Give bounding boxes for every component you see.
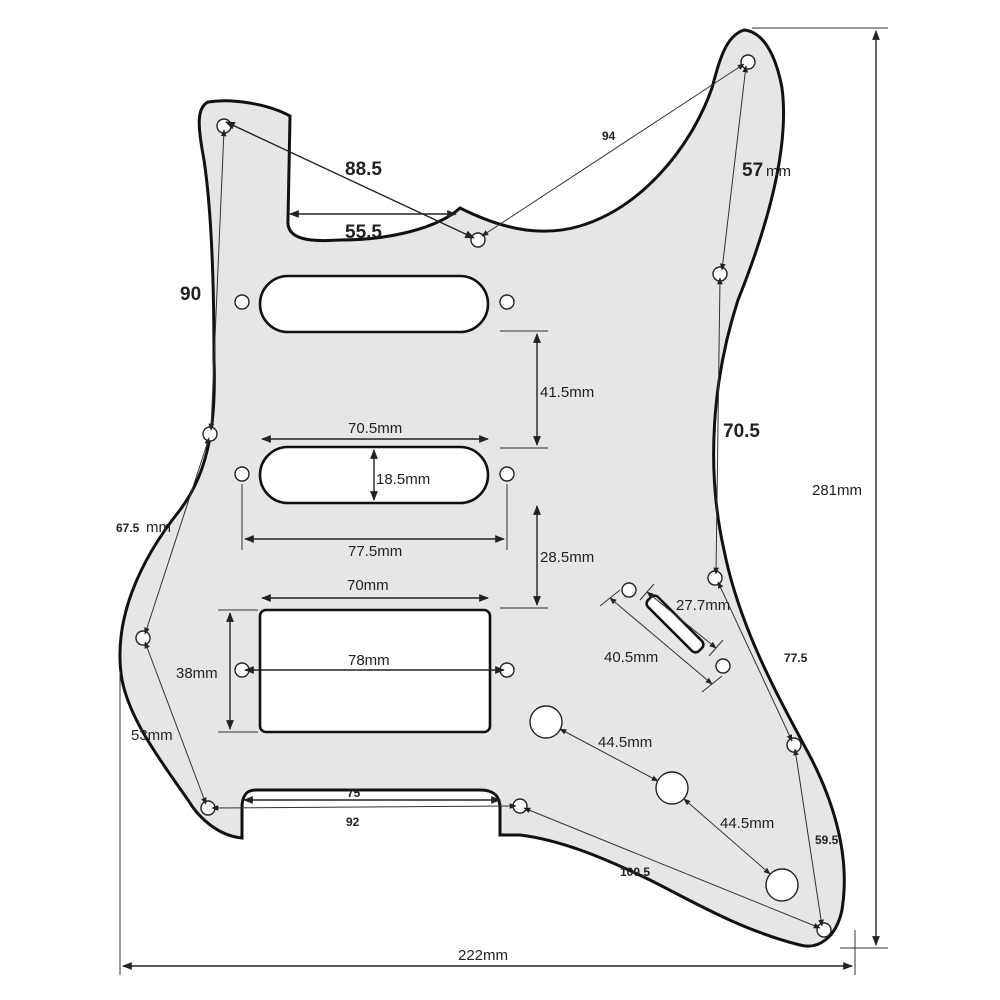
label-44-5-b: 44.5mm bbox=[720, 815, 774, 832]
dim-line-100-5 bbox=[523, 807, 821, 929]
mount-hole-right-lower bbox=[786, 737, 802, 753]
pot-hole-tone-2 bbox=[765, 868, 799, 902]
dim-line-77-5-right bbox=[717, 581, 793, 742]
label-88-5: 88.5 bbox=[345, 159, 382, 180]
pickup-screw-hole bbox=[234, 294, 250, 310]
label-27-7: 27.7mm bbox=[676, 597, 730, 614]
label-78: 78mm bbox=[348, 652, 390, 669]
label-70-5-right: 70.5 bbox=[723, 421, 760, 442]
mount-hole-top-right bbox=[740, 54, 756, 70]
label-41-5: 41.5mm bbox=[540, 384, 594, 401]
dim-line-67-5 bbox=[144, 437, 210, 635]
label-53: 53mm bbox=[131, 727, 173, 744]
label-77-5-right: 77.5 bbox=[784, 651, 808, 665]
label-281: 281mm bbox=[812, 482, 862, 499]
label-57: 57 bbox=[742, 160, 763, 181]
dim-line-57 bbox=[719, 65, 749, 271]
label-28-5: 28.5mm bbox=[540, 549, 594, 566]
dim-line-88-5 bbox=[225, 121, 475, 239]
pickup-screw-hole bbox=[499, 294, 515, 310]
pickup-screw-hole bbox=[499, 466, 515, 482]
dim-line-92 bbox=[211, 803, 517, 811]
dim-line-94 bbox=[481, 63, 745, 237]
dim-line-44-5-a bbox=[559, 728, 659, 782]
label-38: 38mm bbox=[176, 665, 218, 682]
label-67-5: 67.5 bbox=[116, 521, 140, 535]
humbucker-cutout bbox=[258, 608, 492, 734]
label-57-unit: mm bbox=[766, 163, 791, 180]
label-67-5-unit: mm bbox=[146, 519, 171, 536]
label-75: 75 bbox=[347, 786, 361, 800]
label-94: 94 bbox=[602, 129, 616, 143]
pot-hole-volume bbox=[529, 705, 563, 739]
pickup-screw-hole bbox=[234, 466, 250, 482]
label-55-5: 55.5 bbox=[345, 222, 382, 243]
label-77-5-mid: 77.5mm bbox=[348, 543, 402, 560]
neck-single-coil-cutout bbox=[258, 274, 490, 334]
mount-hole-left-lower bbox=[135, 630, 151, 646]
dim-line-53 bbox=[144, 641, 207, 805]
label-70: 70mm bbox=[347, 577, 389, 594]
mount-hole-bottom-right bbox=[816, 922, 832, 938]
dim-line-40-5 bbox=[609, 597, 713, 685]
dim-line-27-7-tick-a bbox=[639, 583, 655, 601]
dim-line-90 bbox=[208, 129, 227, 431]
label-100-5: 100.5 bbox=[620, 865, 650, 879]
pot-hole-tone-1 bbox=[655, 771, 689, 805]
label-44-5-a: 44.5mm bbox=[598, 734, 652, 751]
mount-hole-left-upper bbox=[202, 426, 218, 442]
mount-hole-right-middle bbox=[707, 570, 723, 586]
label-222: 222mm bbox=[458, 947, 508, 964]
dim-line-40-5-tick-a bbox=[599, 589, 621, 607]
switch-screw-hole bbox=[621, 582, 637, 598]
dim-line-70-5-right bbox=[713, 277, 723, 575]
label-40-5: 40.5mm bbox=[604, 649, 658, 666]
switch-screw-hole bbox=[715, 658, 731, 674]
label-90: 90 bbox=[180, 284, 201, 305]
label-92: 92 bbox=[346, 815, 360, 829]
label-59-5: 59.5 bbox=[815, 833, 839, 847]
label-18-5: 18.5mm bbox=[376, 471, 430, 488]
label-70-5-top: 70.5mm bbox=[348, 420, 402, 437]
